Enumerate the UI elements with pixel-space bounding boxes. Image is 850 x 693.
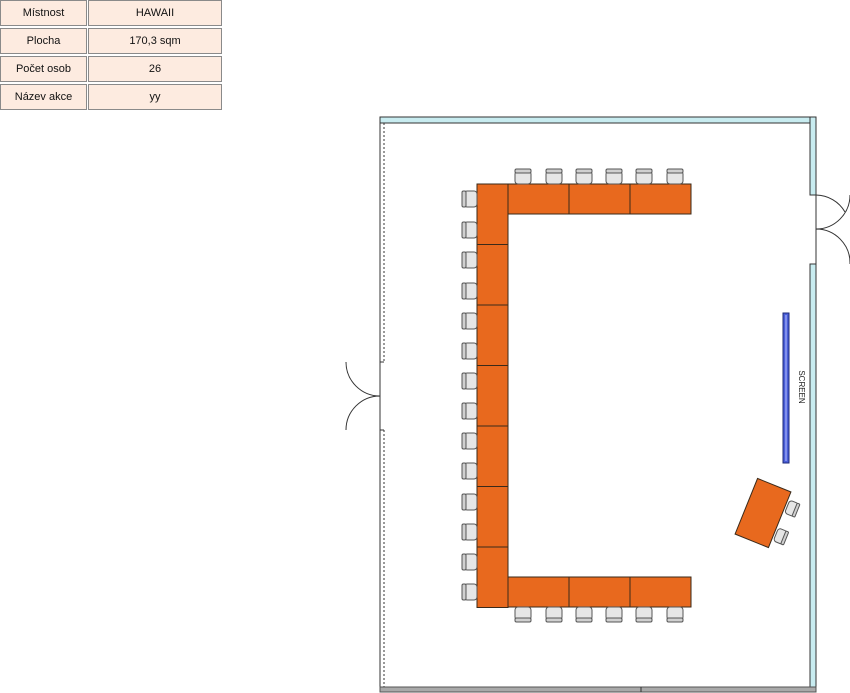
projection-screen: SCREEN xyxy=(782,312,806,464)
chair-back xyxy=(605,168,623,174)
chair-back xyxy=(461,523,467,541)
chair-back xyxy=(461,553,467,571)
chair xyxy=(461,372,478,390)
presenter-chair xyxy=(784,500,801,518)
u-shape-tables xyxy=(476,183,692,608)
right-door xyxy=(810,194,850,265)
table xyxy=(476,425,509,487)
chair-back xyxy=(575,617,593,623)
chair xyxy=(461,432,478,450)
chair-back xyxy=(514,168,532,174)
chair xyxy=(605,168,623,185)
chair xyxy=(461,251,478,269)
table xyxy=(507,183,570,215)
table xyxy=(629,576,692,608)
right-wall-lower xyxy=(809,263,817,693)
chair xyxy=(461,312,478,330)
chair xyxy=(461,493,478,511)
chair xyxy=(461,402,478,420)
left-wall-lower xyxy=(379,430,385,692)
chair-back xyxy=(461,583,467,601)
chair-back xyxy=(461,432,467,450)
chair xyxy=(545,606,563,623)
room-label: Místnost xyxy=(0,0,87,26)
table xyxy=(476,183,509,245)
chair-back xyxy=(575,168,593,174)
persons-value: 26 xyxy=(88,56,222,82)
chair xyxy=(635,168,653,185)
chair-back xyxy=(666,168,684,174)
event-value: yy xyxy=(88,84,222,110)
left-door xyxy=(345,361,384,431)
chair xyxy=(461,221,478,239)
chair-back xyxy=(461,282,467,300)
chairs xyxy=(461,168,684,623)
chair-back xyxy=(461,221,467,239)
persons-label: Počet osob xyxy=(0,56,87,82)
chair xyxy=(461,462,478,480)
table xyxy=(568,183,631,215)
table xyxy=(568,576,631,608)
chair xyxy=(461,282,478,300)
chair-back xyxy=(461,462,467,480)
area-value: 170,3 sqm xyxy=(88,28,222,54)
presenter-chair xyxy=(773,528,789,546)
table xyxy=(476,304,509,366)
left-wall-upper xyxy=(379,117,385,362)
chair-back xyxy=(545,168,563,174)
area-label: Plocha xyxy=(0,28,87,54)
chair-back xyxy=(461,493,467,511)
chair xyxy=(666,606,684,623)
chair xyxy=(514,168,532,185)
chair xyxy=(461,583,478,601)
chair-back xyxy=(635,168,653,174)
chair-back xyxy=(461,372,467,390)
table xyxy=(507,576,570,608)
chair xyxy=(545,168,563,185)
chair-back xyxy=(545,617,563,623)
table xyxy=(476,365,509,427)
table xyxy=(476,486,509,548)
top-wall xyxy=(379,116,817,124)
chair xyxy=(575,606,593,623)
chair xyxy=(635,606,653,623)
presenter-desk xyxy=(734,477,801,549)
chair-back xyxy=(461,402,467,420)
chair xyxy=(461,190,478,208)
chair-back xyxy=(605,617,623,623)
chair-back xyxy=(635,617,653,623)
chair xyxy=(461,342,478,360)
chair-back xyxy=(461,312,467,330)
right-wall-upper xyxy=(809,116,817,196)
chair xyxy=(514,606,532,623)
table xyxy=(629,183,692,215)
chair xyxy=(461,553,478,571)
bottom-wall xyxy=(379,686,817,693)
table xyxy=(476,244,509,306)
chair-back xyxy=(666,617,684,623)
chair xyxy=(666,168,684,185)
chair xyxy=(461,523,478,541)
event-label: Název akce xyxy=(0,84,87,110)
chair-back xyxy=(461,251,467,269)
room-walls xyxy=(379,116,817,693)
chair-back xyxy=(461,342,467,360)
chair xyxy=(575,168,593,185)
chair xyxy=(605,606,623,623)
table xyxy=(476,546,509,608)
chair-back xyxy=(514,617,532,623)
chair-back xyxy=(461,190,467,208)
room-value: HAWAII xyxy=(88,0,222,26)
presenter-table xyxy=(734,477,792,549)
screen-label: SCREEN xyxy=(797,370,806,404)
